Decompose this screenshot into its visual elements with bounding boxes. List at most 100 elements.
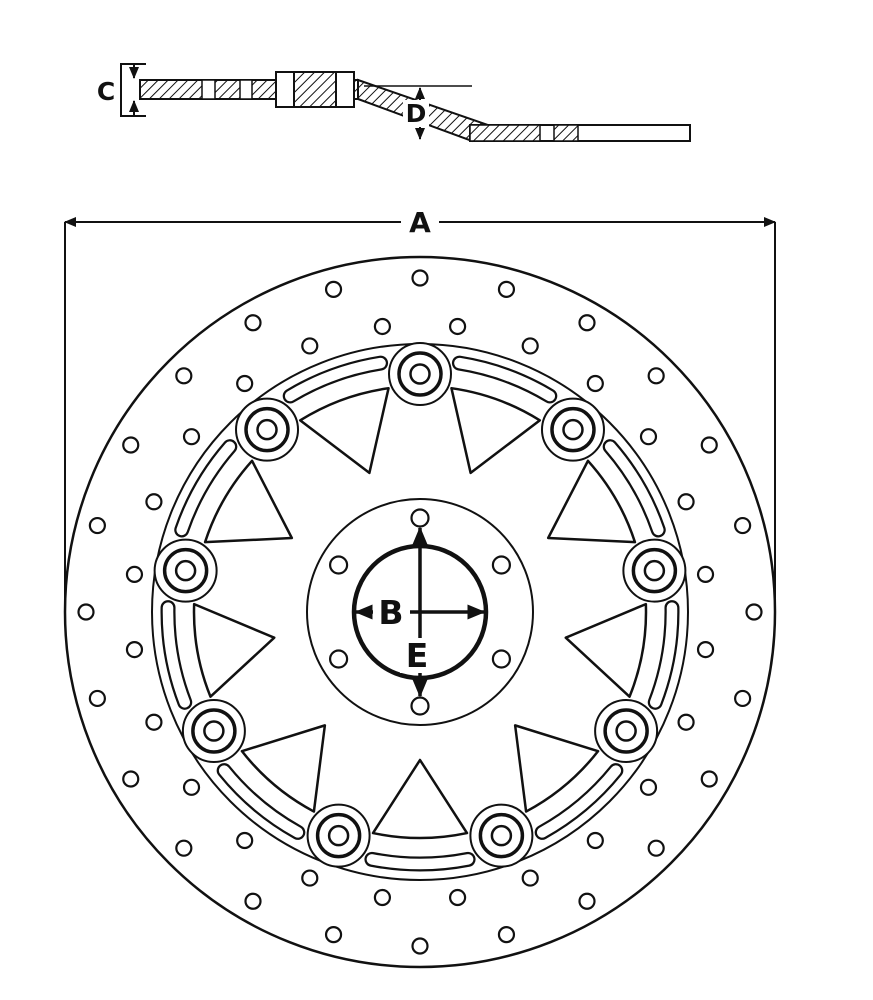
drilled-hole: [411, 269, 429, 287]
dimension-b: B: [354, 593, 486, 632]
drilled-hole: [77, 603, 95, 621]
slot-cutout: [176, 441, 236, 536]
triangle-cutout: [513, 724, 600, 813]
slot-cutout: [162, 602, 190, 708]
drilled-hole: [639, 428, 658, 446]
slot-cutout: [454, 357, 556, 402]
dimension-d-label-bg: [403, 100, 429, 127]
drilled-hole: [122, 436, 140, 454]
drilled-hole: [122, 770, 140, 788]
section-flange-hatch: [553, 124, 579, 142]
carrier-triangle-cutouts: [192, 386, 648, 840]
rivet-pin: [203, 720, 225, 742]
drilled-hole: [586, 831, 604, 850]
dimension-c: C: [97, 63, 146, 117]
rivet-pin: [490, 824, 513, 847]
drilled-hole: [497, 926, 516, 944]
drilled-hole: [497, 280, 516, 298]
drilled-hole: [182, 778, 201, 796]
triangle-cutout: [203, 459, 294, 544]
drilled-hole: [647, 367, 665, 385]
bolt-hole: [328, 555, 349, 575]
dimension-e: E: [400, 526, 434, 698]
triangle-cutout: [240, 724, 327, 813]
rivet-pin: [643, 559, 666, 582]
drilled-hole: [324, 280, 343, 298]
drilled-hole: [696, 640, 715, 659]
dimension-e-label-bg: [400, 638, 434, 673]
rivet-pin: [327, 824, 350, 847]
drilled-hole: [373, 317, 392, 336]
drilled-hole: [521, 869, 539, 887]
drilled-hole: [448, 888, 467, 907]
carrier-slot-cutouts: [160, 355, 680, 872]
drilled-hole: [373, 888, 392, 907]
triangle-cutout: [298, 386, 390, 475]
drilled-hole: [88, 689, 106, 708]
slot-cutout: [284, 357, 386, 402]
dimension-b-label-bg: [373, 593, 410, 630]
rivet-pin: [256, 418, 278, 441]
drilled-hole: [244, 892, 262, 910]
triangle-cutout: [546, 459, 637, 544]
drilled-hole: [586, 374, 604, 393]
triangle-cutout: [371, 758, 469, 840]
drilled-hole: [301, 337, 319, 355]
bolt-hole: [410, 508, 430, 528]
drilled-hole: [696, 565, 715, 584]
mounting-bolt-holes: [328, 508, 512, 716]
drilled-hole: [578, 314, 596, 332]
drilled-hole: [647, 839, 665, 857]
dimension-d: D: [364, 85, 472, 140]
triangle-cutout: [192, 602, 276, 698]
dimension-label-c: C: [97, 77, 115, 106]
slot-cutout: [366, 854, 474, 870]
slot-cutout: [604, 441, 664, 536]
bolt-hole: [410, 696, 430, 716]
drilled-hole: [677, 493, 695, 511]
drilled-hole: [700, 770, 718, 788]
drilled-hole: [88, 516, 106, 535]
cross-section-view: C D: [97, 63, 691, 143]
drilled-hole: [145, 493, 163, 511]
rivet-pin: [409, 363, 431, 385]
drilled-hole: [244, 314, 262, 332]
bolt-hole: [491, 649, 512, 669]
drilled-hole: [677, 713, 695, 731]
dimension-a-label-bg: [401, 206, 439, 236]
dimension-label-a: A: [409, 206, 431, 239]
rivet-pin: [174, 559, 197, 582]
triangle-cutout: [450, 386, 542, 475]
drilled-hole: [521, 337, 539, 355]
drilled-hole: [734, 516, 752, 535]
slot-cutout: [536, 765, 622, 838]
rivet-pin: [562, 418, 584, 441]
front-view: B E: [63, 255, 777, 969]
drilled-hole: [639, 778, 658, 796]
drilled-hole: [182, 428, 201, 446]
dimension-label-e: E: [406, 636, 429, 675]
drilled-hole: [236, 831, 254, 850]
drilled-hole: [145, 713, 163, 731]
dimension-a: A: [64, 206, 776, 612]
section-flange-hatch: [469, 124, 541, 142]
drilled-hole: [734, 689, 752, 708]
drilled-hole: [125, 640, 144, 659]
drilled-hole: [578, 892, 596, 910]
floating-rivets: [153, 342, 687, 868]
drilled-hole: [125, 565, 144, 584]
drilled-hole: [745, 603, 763, 621]
drilled-hole: [411, 937, 429, 955]
drilled-hole: [236, 374, 254, 393]
drilled-hole: [448, 317, 467, 336]
bolt-hole: [491, 555, 512, 575]
drilled-hole: [700, 436, 718, 454]
triangle-cutout: [564, 602, 648, 698]
rivet-pin: [615, 720, 637, 742]
slot-cutout: [218, 765, 304, 838]
section-hole-gap: [201, 79, 216, 100]
bolt-hole: [328, 649, 349, 669]
drilled-hole: [175, 367, 193, 385]
